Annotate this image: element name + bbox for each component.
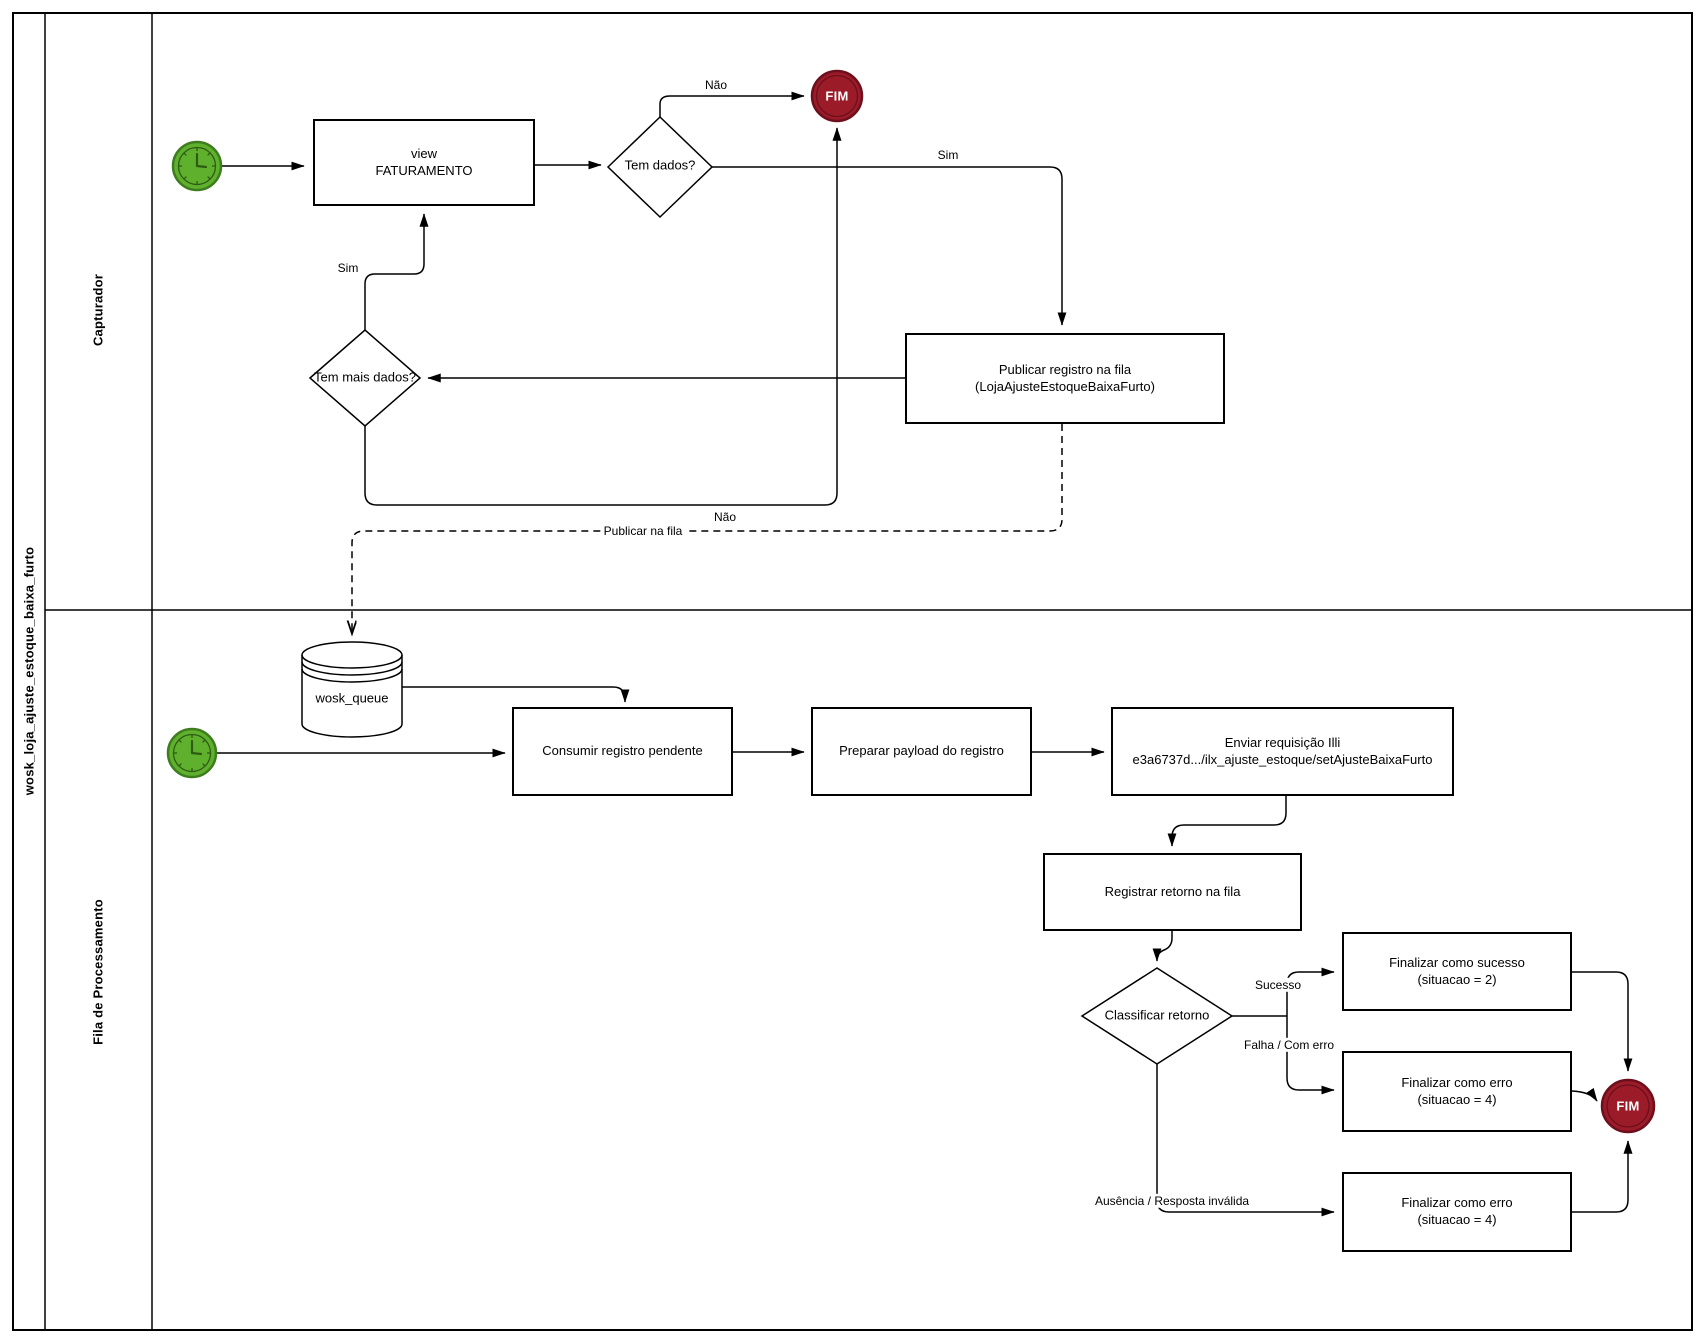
lane-label-fila-processamento: Fila de Processamento xyxy=(90,899,106,1045)
task-publicar-registro-line2: (LojaAjusteEstoqueBaixaFurto) xyxy=(975,378,1155,394)
task-registrar-retorno-label: Registrar retorno na fila xyxy=(1104,883,1241,899)
task-finalizar-erro-falha[interactable]: Finalizar como erro (situacao = 4) xyxy=(1342,1051,1572,1132)
edge-label-sucesso: Sucesso xyxy=(1251,977,1305,993)
edge-temmais-sim-to-view xyxy=(364,213,429,330)
gateway-classificar-retorno[interactable] xyxy=(1080,967,1234,1065)
task-enviar-requisicao-line2: e3a6737d.../ilx_ajuste_estoque/setAjuste… xyxy=(1132,751,1433,767)
pool-title: wosk_loja_ajuste_estoque_baixa_furto xyxy=(21,546,37,796)
end-event-fila[interactable] xyxy=(1600,1078,1656,1134)
task-finalizar-erro-ausencia[interactable]: Finalizar como erro (situacao = 4) xyxy=(1342,1172,1572,1252)
edge-erro-to-fim xyxy=(1571,1087,1598,1102)
end-event-capturador[interactable] xyxy=(810,69,864,123)
edge-label-ausencia: Ausência / Resposta inválida xyxy=(1091,1193,1253,1209)
end-event-capturador-label: FIM xyxy=(825,88,849,104)
pool-border xyxy=(12,12,1693,1331)
gateway-tem-dados[interactable] xyxy=(606,115,714,219)
task-view-faturamento[interactable]: view FATURAMENTO xyxy=(313,119,535,206)
task-registrar-retorno[interactable]: Registrar retorno na fila xyxy=(1043,853,1302,931)
task-enviar-requisicao-line1: Enviar requisição Illi xyxy=(1224,734,1341,750)
edge-label-sim-tem-dados: Sim xyxy=(934,147,962,163)
edge-falha xyxy=(1286,1016,1335,1095)
datastore-wosk-queue[interactable] xyxy=(301,641,403,738)
edge-erro2-to-fim xyxy=(1572,1140,1633,1213)
task-consumir-registro[interactable]: Consumir registro pendente xyxy=(512,707,733,796)
edge-label-nao-tem-mais: Não xyxy=(710,509,740,525)
task-enviar-requisicao[interactable]: Enviar requisição Illi e3a6737d.../ilx_a… xyxy=(1111,707,1454,796)
gateway-tem-mais-dados-label: Tem mais dados? xyxy=(314,369,416,385)
end-event-fila-label: FIM xyxy=(1616,1098,1640,1114)
edge-queue-to-consumir xyxy=(402,686,630,703)
datastore-wosk-queue-label: wosk_queue xyxy=(315,690,389,706)
task-finalizar-erro-ausencia-line2: (situacao = 4) xyxy=(1417,1212,1497,1227)
gateway-tem-dados-label: Tem dados? xyxy=(624,157,696,173)
edge-publicar-na-fila-dashed xyxy=(352,424,1063,633)
edge-label-nao-tem-dados: Não xyxy=(701,77,731,93)
gateway-classificar-retorno-label: Classificar retorno xyxy=(1104,1007,1210,1023)
edge-label-publicar-na-fila: Publicar na fila xyxy=(600,523,686,539)
edge-registrar-to-classificar xyxy=(1152,931,1173,962)
edge-sucesso-to-fim xyxy=(1572,971,1633,1072)
task-preparar-payload-label: Preparar payload do registro xyxy=(839,743,1004,759)
task-view-faturamento-line1: view xyxy=(410,145,437,161)
task-publicar-registro-line1: Publicar registro na fila xyxy=(998,361,1132,377)
edge-label-falha: Falha / Com erro xyxy=(1240,1037,1338,1053)
task-preparar-payload[interactable]: Preparar payload do registro xyxy=(811,707,1032,796)
task-view-faturamento-line2: FATURAMENTO xyxy=(375,162,473,178)
edge-temdados-nao-to-fim xyxy=(659,91,805,117)
edge-label-sim-tem-mais: Sim xyxy=(334,260,362,276)
task-finalizar-sucesso[interactable]: Finalizar como sucesso (situacao = 2) xyxy=(1342,932,1572,1011)
task-finalizar-sucesso-line1: Finalizar como sucesso xyxy=(1389,954,1525,970)
task-finalizar-erro-ausencia-line1: Finalizar como erro xyxy=(1401,1195,1513,1211)
task-finalizar-erro-falha-line1: Finalizar como erro xyxy=(1401,1074,1513,1090)
task-publicar-registro[interactable]: Publicar registro na fila (LojaAjusteEst… xyxy=(905,333,1225,424)
task-finalizar-erro-falha-line2: (situacao = 4) xyxy=(1417,1091,1497,1107)
start-event-fila[interactable] xyxy=(166,727,218,779)
edge-temmais-nao-to-fim xyxy=(364,127,842,506)
edge-ausencia xyxy=(1156,1064,1335,1217)
start-event-capturador[interactable] xyxy=(171,140,223,192)
edge-temdados-sim-to-publicar xyxy=(712,166,1067,326)
task-consumir-registro-label: Consumir registro pendente xyxy=(542,743,703,759)
gateway-tem-mais-dados[interactable] xyxy=(308,329,422,427)
lane-label-capturador: Capturador xyxy=(90,273,106,347)
task-finalizar-sucesso-line2: (situacao = 2) xyxy=(1417,971,1497,987)
edge-enviar-to-registrar xyxy=(1167,796,1287,847)
